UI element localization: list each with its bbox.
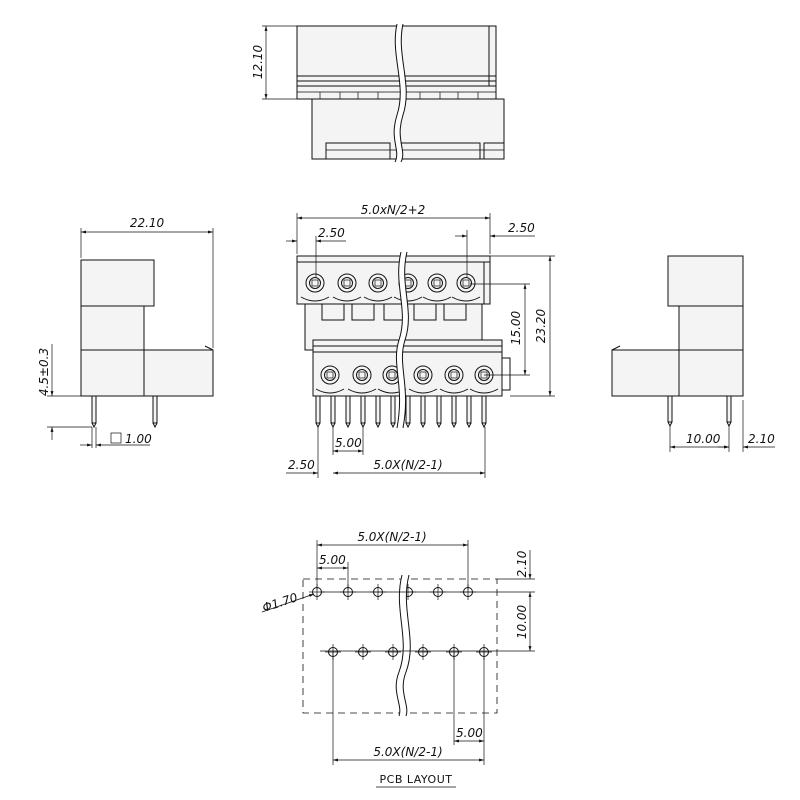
- header-pin: [481, 395, 487, 429]
- top-view-upper-ribs: [297, 91, 496, 99]
- screw-terminal: [439, 365, 469, 394]
- dim-height-12-10: 12.10: [251, 44, 265, 79]
- screw-terminal: [347, 365, 377, 394]
- dim-pin-spacing: 10.00: [686, 432, 721, 446]
- pcb-edge-offset: 2.10: [515, 550, 529, 577]
- right-view-pin: [667, 395, 673, 423]
- top-view: 12.10: [251, 23, 505, 164]
- left-side-view: 22.10 4.5±0.3 1.00: [37, 216, 214, 448]
- header-pin: [375, 395, 381, 429]
- right-side-view: 10.00 2.10: [611, 255, 775, 452]
- dim-width-22-10: 22.10: [130, 216, 165, 230]
- header-pin: [360, 395, 366, 429]
- dim-right-offset: 2.50: [508, 221, 535, 235]
- front-view: 5.0xN/2+2 2.50 2.50 15.00 23.20 5.00 2.5…: [286, 203, 555, 478]
- header-pin: [420, 395, 426, 429]
- dim-bottom-left: 2.50: [288, 458, 315, 472]
- upper-terminal-row: [300, 273, 481, 302]
- square-pin-symbol: [110, 432, 122, 444]
- dim-inner-height: 15.00: [509, 310, 523, 345]
- dim-bottom-span: 5.0X(N/2-1): [373, 458, 442, 472]
- pcb-hole: [415, 644, 431, 660]
- header-pin: [345, 395, 351, 429]
- dim-pin-height: 4.5±0.3: [37, 348, 51, 396]
- screw-terminal: [332, 273, 362, 302]
- header-pin: [436, 395, 442, 429]
- front-pin-row: [315, 395, 487, 429]
- pcb-pitch-bottom: 5.00: [456, 726, 483, 740]
- pcb-row-spacing: 10.00: [515, 604, 529, 639]
- dim-left-offset: 2.50: [318, 226, 345, 240]
- front-lower-header: [312, 339, 503, 397]
- left-view-pin: [91, 395, 97, 424]
- dim-overall-width: 5.0xN/2+2: [361, 203, 426, 217]
- header-pin: [330, 395, 336, 429]
- dim-outer-height: 23.20: [534, 308, 548, 343]
- screw-terminal: [422, 273, 452, 302]
- pcb-bottom-span: 5.0X(N/2-1): [373, 745, 442, 759]
- dim-pin-pitch: 5.00: [335, 436, 362, 450]
- header-pin: [451, 395, 457, 429]
- screw-terminal: [408, 365, 438, 394]
- header-pin: [466, 395, 472, 429]
- pcb-hole: [355, 644, 371, 660]
- right-view-pin: [726, 395, 732, 423]
- header-pin: [405, 395, 411, 429]
- header-pin: [390, 395, 396, 429]
- pcb-top-span: 5.0X(N/2-1): [357, 530, 426, 544]
- screw-terminal: [315, 365, 345, 394]
- header-pin: [315, 395, 321, 429]
- pcb-hole: [385, 644, 401, 660]
- pcb-hole-diameter: Φ1.70: [261, 590, 300, 615]
- dim-pin-size: 1.00: [125, 432, 152, 446]
- left-view-pin: [152, 395, 158, 424]
- pcb-pitch-top: 5.00: [319, 553, 346, 567]
- screw-terminal: [451, 273, 481, 302]
- screw-terminal: [300, 273, 330, 302]
- lower-terminal-row: [315, 365, 499, 394]
- dim-pin-offset: 2.10: [748, 432, 775, 446]
- top-view-lower-body: [311, 98, 505, 160]
- pcb-layout: 5.0X(N/2-1) 5.00 Φ1.70 2.10 10.00 5.00 5…: [261, 530, 535, 788]
- pcb-layout-caption: PCB LAYOUT: [380, 773, 453, 786]
- screw-terminal: [363, 273, 393, 302]
